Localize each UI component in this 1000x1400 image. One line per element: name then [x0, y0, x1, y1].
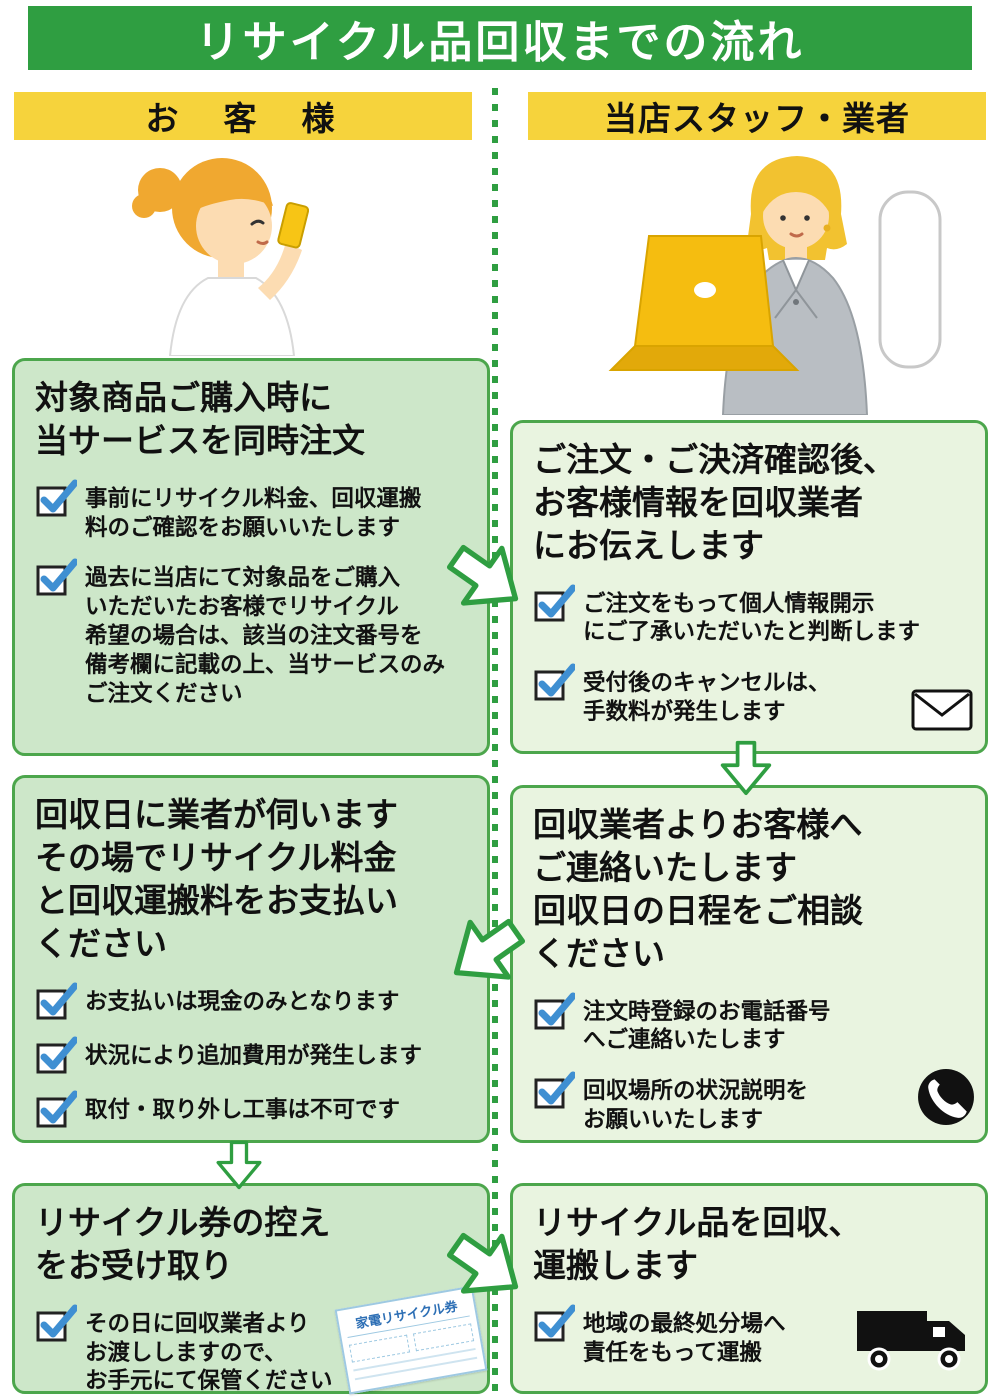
checklist-item: 取付・取り外し工事は不可です	[35, 1088, 467, 1128]
checklist-item-text: お支払いは現金のみとなります	[85, 988, 400, 1014]
checklist-item: 地域の最終処分場へ 責任をもって運搬	[533, 1302, 965, 1368]
checkmark-icon	[35, 556, 79, 596]
checklist-item: 状況により追加費用が発生します	[35, 1034, 467, 1074]
checklist-item-text: 地域の最終処分場へ 責任をもって運搬	[583, 1310, 786, 1365]
checkmark-icon	[533, 1302, 577, 1342]
checklist-item: お支払いは現金のみとなります	[35, 980, 467, 1020]
customer-column-label: お 客 様	[145, 100, 341, 137]
checkmark-icon	[533, 990, 577, 1030]
column-divider	[492, 88, 498, 1394]
checklist-item: その日に回収業者より お渡ししますので、 お手元にて保管ください	[35, 1302, 467, 1396]
checklist-item: 回収場所の状況説明を お願いいたします	[533, 1069, 965, 1135]
customer-step3-box: リサイクル券の控え をお受け取り その日に回収業者より お渡ししますので、 お手…	[12, 1183, 490, 1396]
staff-step1-box: ご注文・ご決済確認後、 お客様情報を回収業者 にお伝えします ご注文をもって個人…	[510, 420, 988, 754]
checkmark-icon	[533, 1069, 577, 1109]
staff-step3-title: リサイクル品を回収、 運搬します	[533, 1204, 862, 1284]
checklist-item-text: 取付・取り外し工事は不可です	[85, 1096, 401, 1122]
flow-arrow-down-icon	[214, 1140, 264, 1190]
checklist-item-text: 受付後のキャンセルは、 手数料が発生します	[583, 670, 831, 725]
checklist-item-text: 過去に当店にて対象品をご購入 いただいたお客様でリサイクル 希望の場合は、該当の…	[85, 565, 446, 706]
checklist-item: 事前にリサイクル料金、回収運搬 料のご確認をお願いいたします	[35, 477, 467, 543]
customer-step3-title: リサイクル券の控え をお受け取り	[35, 1204, 331, 1284]
phone-icon	[917, 1068, 975, 1126]
flow-arrow-right-icon	[430, 1210, 541, 1321]
checkmark-icon	[35, 1302, 79, 1342]
checklist-item: 過去に当店にて対象品をご購入 いただいたお客様でリサイクル 希望の場合は、該当の…	[35, 556, 467, 708]
staff-step1-title: ご注文・ご決済確認後、 お客様情報を回収業者 にお伝えします	[533, 441, 896, 564]
checklist-item: 受付後のキャンセルは、 手数料が発生します	[533, 661, 965, 727]
checkmark-icon	[35, 1088, 79, 1128]
checklist-item-text: 状況により追加費用が発生します	[85, 1042, 423, 1068]
truck-icon	[855, 1303, 977, 1375]
checklist-item-text: 事前にリサイクル料金、回収運搬 料のご確認をお願いいたします	[85, 485, 422, 540]
customer-step1-box: 対象商品ご購入時に 当サービスを同時注文 事前にリサイクル料金、回収運搬 料のご…	[12, 358, 490, 756]
checkmark-icon	[533, 582, 577, 622]
checkmark-icon	[35, 1034, 79, 1074]
flow-arrow-down-icon	[718, 740, 774, 796]
customer-step1-title: 対象商品ご購入時に 当サービスを同時注文	[35, 379, 365, 459]
checklist-item-text: 回収場所の状況説明を お願いいたします	[583, 1078, 809, 1132]
staff-at-laptop-illustration	[575, 140, 975, 416]
customer-step2-title: 回収日に業者が伺います その場でリサイクル料金 と回収運搬料をお支払い ください	[35, 796, 398, 962]
banner: リサイクル品回収までの流れ	[28, 6, 972, 70]
checklist-item-text: 注文時登録のお電話番号 へご連絡いたします	[583, 998, 831, 1053]
staff-step3-box: リサイクル品を回収、 運搬します 地域の最終処分場へ 責任をもって運搬	[510, 1183, 988, 1394]
flow-arrow-left-icon	[430, 896, 541, 1007]
customer-step2-box: 回収日に業者が伺います その場でリサイクル料金 と回収運搬料をお支払い ください…	[12, 775, 490, 1143]
flow-arrow-right-icon	[430, 522, 541, 633]
checklist-item-text: ご注文をもって個人情報開示 にご了承いただいたと判断します	[583, 590, 921, 645]
customer-with-phone-illustration	[110, 138, 340, 357]
checkmark-icon	[35, 477, 79, 517]
checklist-item: ご注文をもって個人情報開示 にご了承いただいたと判断します	[533, 582, 965, 648]
envelope-icon	[911, 687, 973, 733]
staff-column-header: 当店スタッフ・業者	[528, 92, 986, 140]
staff-column-label: 当店スタッフ・業者	[604, 100, 910, 137]
checkmark-icon	[35, 980, 79, 1020]
customer-column-header: お 客 様	[14, 92, 472, 140]
checkmark-icon	[533, 661, 577, 701]
checklist-item-text: その日に回収業者より お渡ししますので、 お手元にて保管ください	[85, 1310, 333, 1394]
staff-step2-title: 回収業者よりお客様へ ご連絡いたします 回収日の日程をご相談 ください	[533, 806, 863, 972]
checklist-item: 注文時登録のお電話番号 へご連絡いたします	[533, 990, 965, 1056]
staff-step2-box: 回収業者よりお客様へ ご連絡いたします 回収日の日程をご相談 ください 注文時登…	[510, 785, 988, 1143]
page-title: リサイクル品回収までの流れ	[195, 18, 805, 67]
